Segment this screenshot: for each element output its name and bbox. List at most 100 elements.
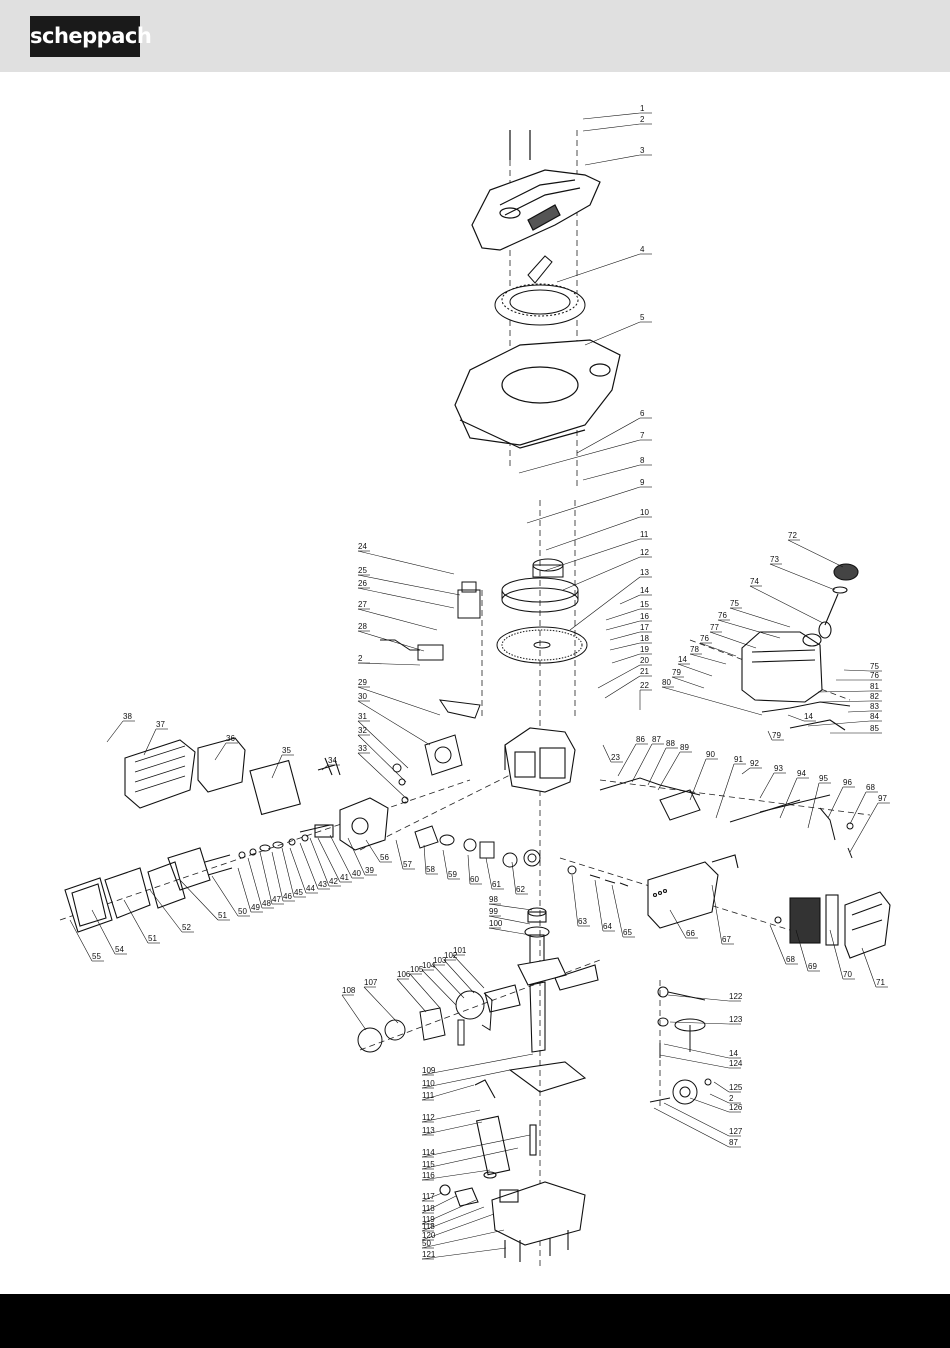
callout-67: 67 — [711, 884, 734, 945]
leader-line — [357, 662, 421, 666]
blower-cover-top — [471, 130, 601, 251]
fuel-tank — [741, 563, 859, 731]
callout-69: 69 — [795, 929, 820, 972]
part-number-label: 113 — [422, 1126, 435, 1135]
leader-line — [442, 849, 449, 880]
leader-line — [347, 837, 366, 876]
part-number-label: 20 — [640, 656, 649, 665]
callout-37: 37 — [143, 720, 168, 756]
leader-line — [817, 690, 871, 693]
part-number-label: 24 — [358, 542, 367, 551]
leader-line — [357, 587, 455, 609]
callout-33: 33 — [357, 744, 409, 801]
callout-25: 25 — [357, 566, 461, 596]
part-number-label: 28 — [358, 622, 367, 631]
callout-78: 78 — [689, 645, 727, 665]
leader-line — [779, 777, 798, 819]
part-number-label: 8 — [640, 456, 645, 465]
part-number-label: 32 — [358, 726, 367, 735]
callout-111: 111 — [421, 1084, 475, 1101]
leader-line — [711, 884, 723, 945]
callout-118: 118 — [421, 1195, 457, 1214]
callout-52: 52 — [149, 889, 194, 933]
callout-11: 11 — [543, 530, 652, 572]
part-number-label: 49 — [251, 903, 260, 912]
part-number-label: 70 — [843, 970, 852, 979]
part-number-label: 45 — [294, 888, 303, 897]
callout-2: 2 — [709, 1093, 741, 1104]
callout-108: 108 — [341, 986, 367, 1031]
callout-8: 8 — [582, 456, 652, 481]
part-number-label: 4 — [640, 245, 645, 254]
callout-46: 46 — [271, 851, 295, 902]
callout-114: 114 — [421, 1134, 531, 1158]
part-number-label: 6 — [640, 409, 645, 418]
part-number-label: 1 — [640, 104, 645, 113]
recoil-starter — [494, 255, 586, 326]
leader-line — [321, 764, 329, 771]
leader-line — [247, 857, 263, 909]
callout-3: 3 — [584, 146, 652, 166]
leader-line — [421, 1199, 477, 1225]
part-number-label: 93 — [774, 764, 783, 773]
part-number-label: 99 — [489, 907, 498, 916]
part-number-label: 78 — [690, 645, 699, 654]
leader-line — [759, 772, 775, 799]
part-number-label: 42 — [329, 877, 338, 886]
leader-line — [715, 763, 735, 819]
callout-56: 56 — [365, 839, 392, 863]
callout-1: 1 — [582, 104, 652, 120]
callout-86: 86 — [617, 735, 648, 777]
leader-line — [582, 112, 641, 120]
leader-line — [421, 1069, 511, 1089]
callout-77: 77 — [709, 623, 757, 649]
part-number-label: 50 — [422, 1239, 431, 1248]
leader-line — [861, 947, 877, 988]
part-number-label: 109 — [422, 1066, 436, 1075]
part-number-label: 18 — [640, 634, 649, 643]
part-number-label: 41 — [340, 873, 349, 882]
callout-55: 55 — [69, 919, 104, 962]
callout-83: 83 — [847, 702, 882, 713]
part-number-label: 79 — [672, 668, 681, 677]
leader-line — [421, 1206, 485, 1232]
callout-85: 85 — [830, 724, 882, 734]
leader-line — [421, 1247, 507, 1260]
part-number-label: 71 — [876, 978, 885, 987]
part-number-label: 14 — [729, 1049, 738, 1058]
leader-line — [729, 607, 791, 628]
leader-line — [597, 664, 641, 689]
leader-line — [396, 978, 427, 1013]
leader-line — [769, 924, 787, 965]
footer-band — [0, 1294, 950, 1348]
callout-118: 118 — [421, 1206, 485, 1232]
part-number-label: 29 — [358, 678, 367, 687]
leader-line — [421, 1121, 483, 1136]
leader-line — [582, 464, 641, 481]
callout-17: 17 — [609, 623, 652, 641]
header-band: scheppach — [0, 0, 950, 72]
intake-carb-parts — [414, 825, 629, 887]
part-number-label: 84 — [870, 712, 879, 721]
callout-15: 15 — [605, 600, 652, 621]
leader-line — [807, 720, 871, 727]
callout-5: 5 — [584, 313, 652, 346]
callout-51: 51 — [179, 879, 230, 921]
part-number-label: 7 — [640, 431, 645, 440]
callout-76: 76 — [717, 611, 781, 639]
part-number-label: 17 — [640, 623, 649, 632]
part-number-label: 75 — [870, 662, 879, 671]
leader-line — [485, 857, 493, 890]
part-number-label: 56 — [380, 853, 389, 862]
callout-99: 99 — [488, 907, 531, 925]
callout-12: 12 — [562, 548, 652, 591]
callout-126: 126 — [689, 1097, 743, 1113]
callout-94: 94 — [779, 769, 809, 819]
fan-housing — [454, 339, 621, 449]
callout-59: 59 — [442, 849, 460, 880]
part-number-label: 125 — [729, 1083, 743, 1092]
leader-line — [795, 929, 809, 972]
leader-line — [713, 1081, 730, 1093]
leader-line — [309, 837, 330, 887]
callout-106: 106 — [396, 970, 427, 1013]
